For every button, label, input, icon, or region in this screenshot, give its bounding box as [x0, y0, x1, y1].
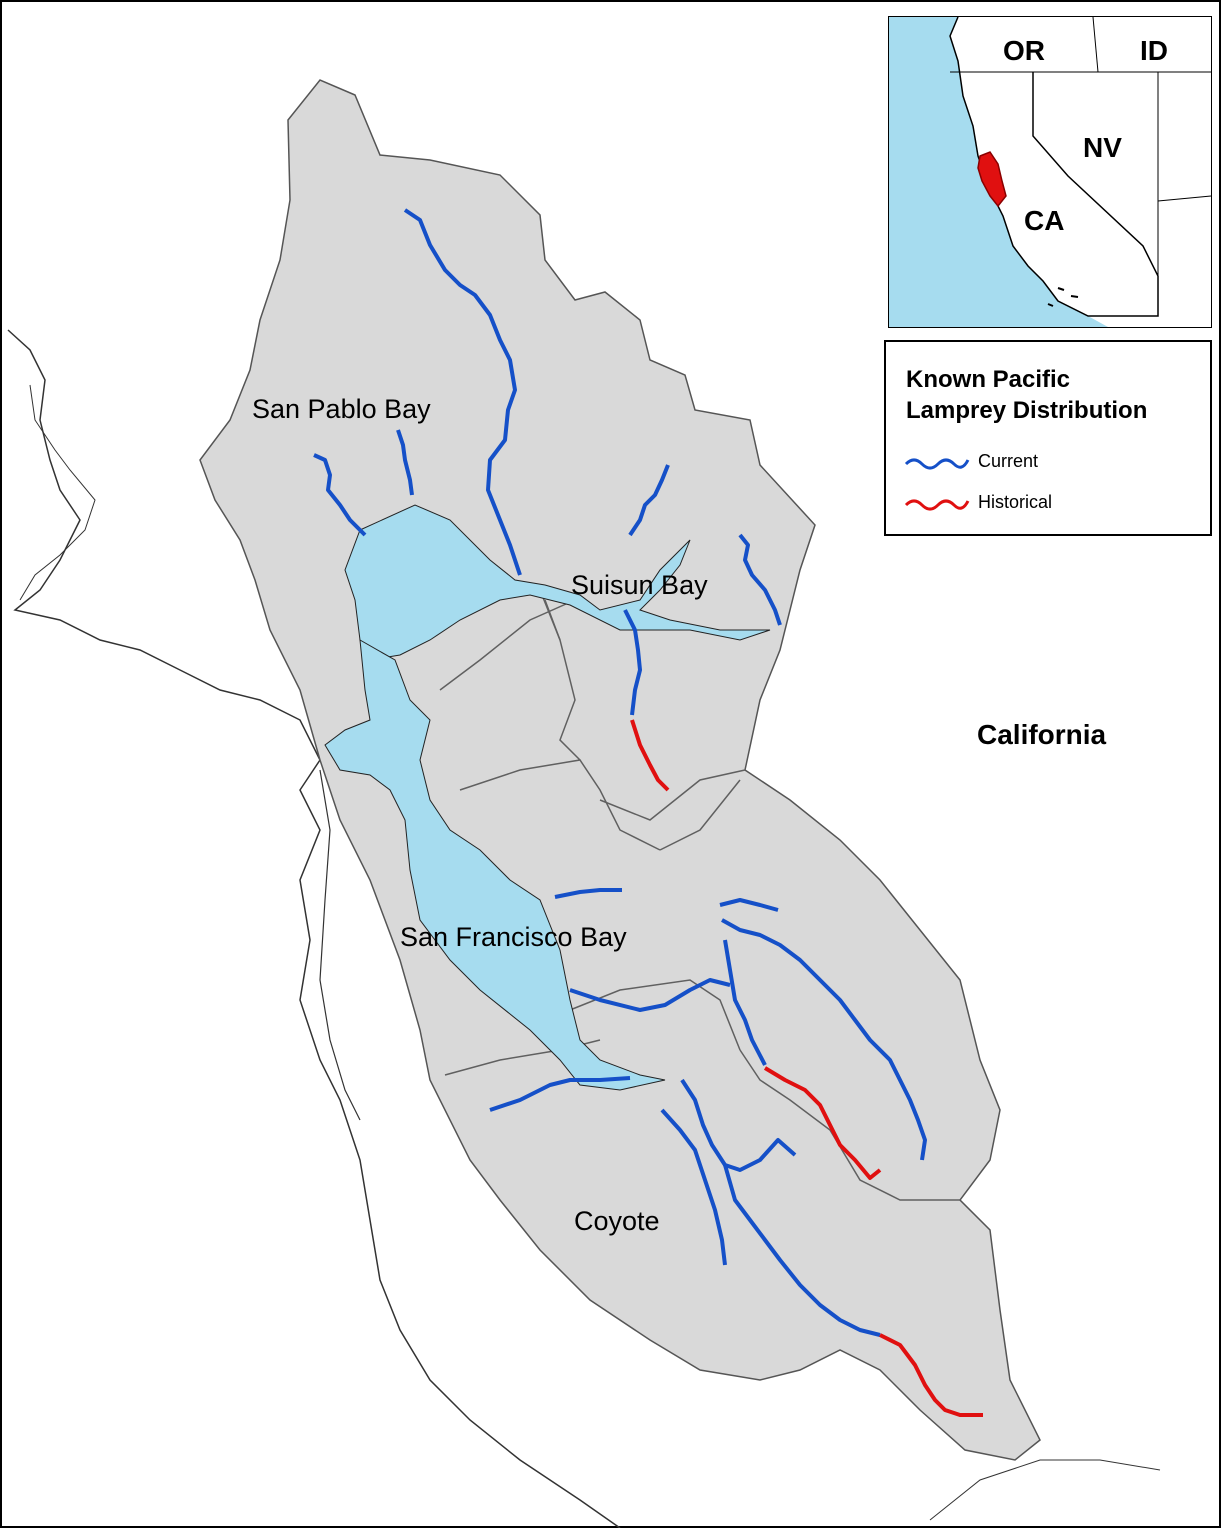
- current-stream: [660, 1108, 727, 1266]
- coastline-south: [929, 1459, 1161, 1521]
- inset-label-ca: CA: [1024, 205, 1064, 236]
- inset-ca-boundary: [949, 16, 1159, 317]
- current-stream: [489, 1076, 631, 1112]
- historical-streams: [630, 719, 983, 1417]
- current-stream: [569, 978, 731, 1012]
- legend-title-line1: Known Pacific: [906, 366, 1071, 393]
- label-suisun-bay: Suisun Bay: [571, 570, 708, 600]
- label-california: California: [977, 719, 1107, 750]
- inset-study-area: [977, 151, 1007, 208]
- current-stream: [723, 939, 767, 1066]
- current-streams: [313, 208, 927, 1337]
- current-stream: [554, 888, 622, 899]
- historical-stream: [879, 1333, 983, 1417]
- inset-ocean: [889, 17, 1108, 327]
- legend-item-current: Current: [904, 446, 1038, 476]
- coastline-north: [19, 384, 96, 601]
- current-stream: [721, 918, 927, 1161]
- legend-title: Known Pacific Lamprey Distribution: [906, 364, 1147, 426]
- inset-or-id-boundary: [1092, 16, 1099, 73]
- coastline-peninsula: [319, 769, 361, 1121]
- legend-current-swatch-icon: [904, 458, 970, 470]
- coastline: [7, 329, 621, 1528]
- legend-item-historical: Historical: [904, 487, 1052, 517]
- inset-locator-map: OR ID NV CA: [888, 16, 1212, 328]
- inset-ut-az-boundary: [1157, 195, 1212, 202]
- label-san-pablo-bay: San Pablo Bay: [252, 394, 431, 424]
- current-stream: [723, 1164, 881, 1337]
- watershed-area: [199, 79, 1041, 1461]
- legend-historical-label: Historical: [978, 491, 1053, 512]
- legend-title-line2: Lamprey Distribution: [906, 397, 1148, 424]
- label-san-francisco-bay: San Francisco Bay: [400, 922, 627, 952]
- current-stream: [396, 429, 414, 496]
- current-stream: [719, 898, 779, 912]
- inset-label-id: ID: [1140, 35, 1168, 66]
- historical-stream: [763, 1066, 882, 1180]
- inset-label-nv: NV: [1083, 132, 1122, 163]
- sf-bay-water: [324, 639, 666, 1091]
- legend-historical-swatch-icon: [904, 499, 970, 511]
- current-stream: [403, 208, 522, 576]
- legend-current-label: Current: [978, 450, 1039, 471]
- current-stream: [623, 609, 642, 716]
- inset-label-or: OR: [1003, 35, 1045, 66]
- current-stream: [628, 464, 670, 537]
- bay-water: [324, 504, 771, 1091]
- san-pablo-bay-water: [344, 504, 771, 661]
- current-stream: [738, 533, 782, 626]
- legend: Known Pacific Lamprey Distribution Curre…: [884, 340, 1212, 536]
- label-coyote: Coyote: [574, 1206, 660, 1236]
- inset-channel-islands: [1047, 287, 1079, 307]
- current-stream: [313, 453, 367, 537]
- historical-stream: [630, 719, 670, 792]
